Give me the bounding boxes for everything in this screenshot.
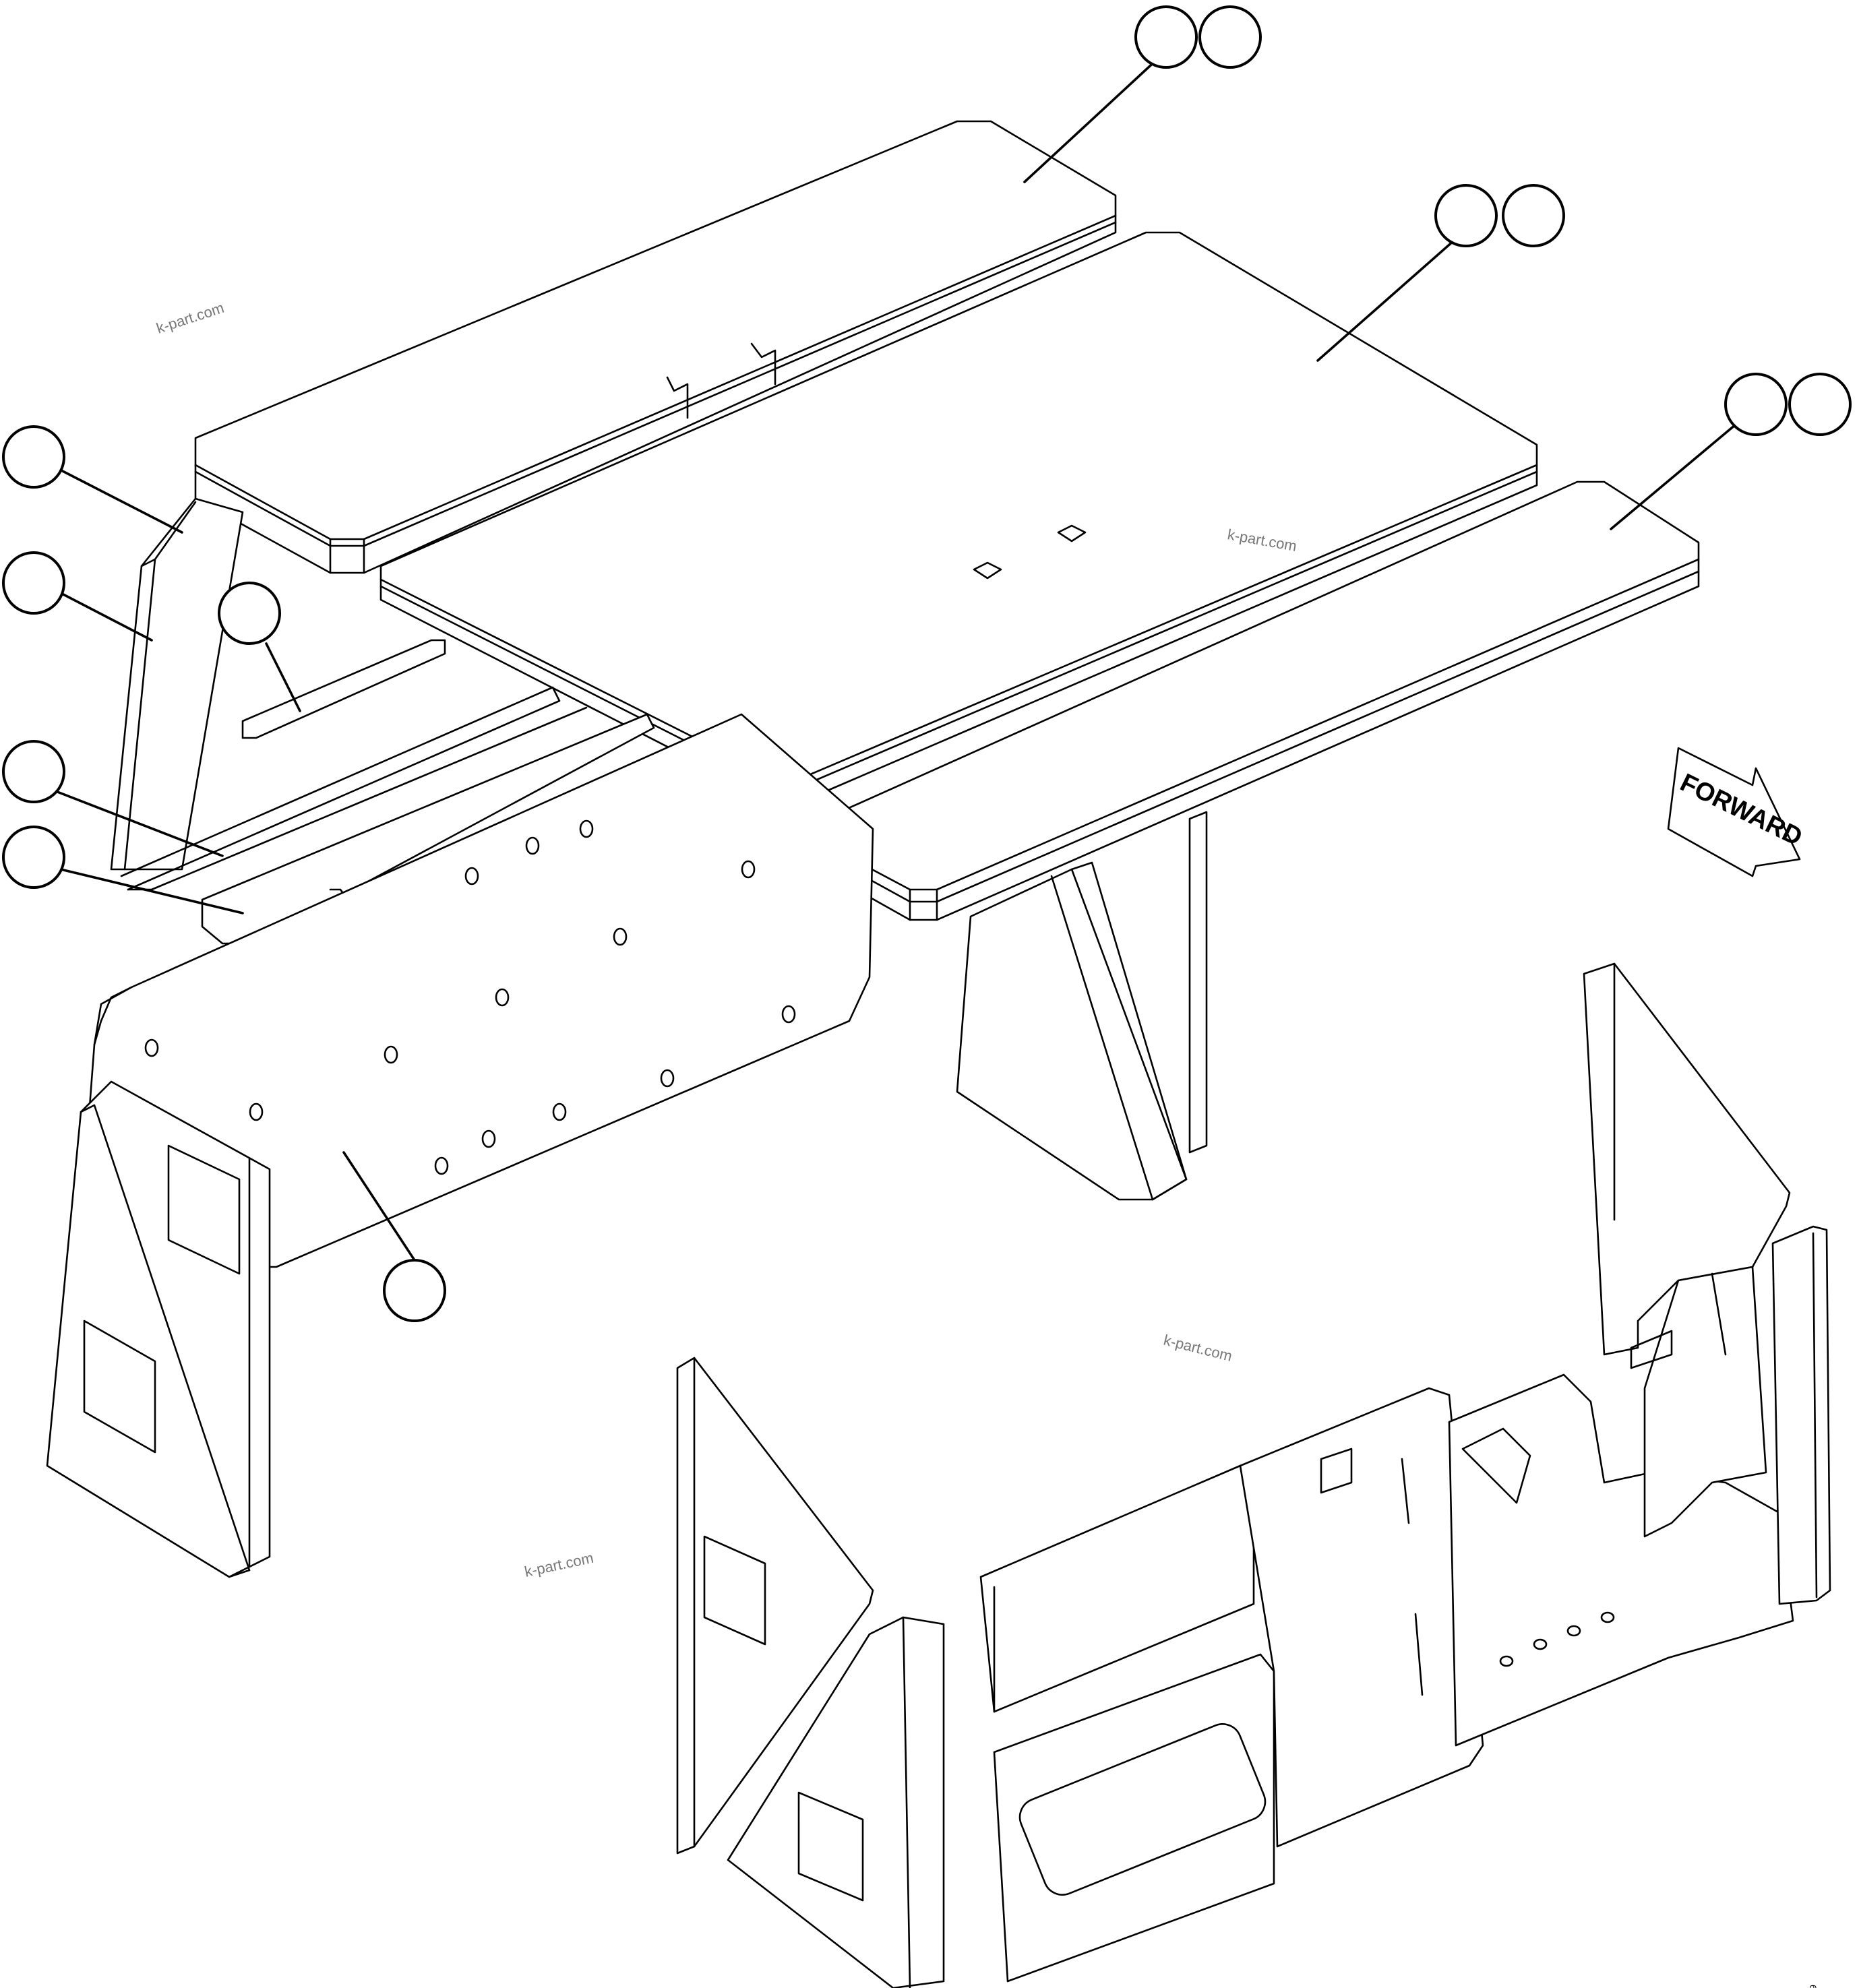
leader-lines [56, 56, 1737, 1262]
callout-circle [2, 551, 65, 615]
left-side-panel [110, 497, 244, 871]
console-right-bracket [1448, 1373, 1794, 1747]
right-vertical-post [1771, 1225, 1831, 1605]
callout-circle [2, 740, 65, 803]
callout-circle [1502, 184, 1565, 247]
console-center-panel [1239, 1387, 1484, 1848]
callout-circle [1198, 5, 1262, 69]
callout-circle [1134, 5, 1198, 69]
main-back-panel [76, 713, 874, 1268]
forward-arrow: FORWARD [1667, 747, 1806, 877]
upper-rail [241, 639, 446, 739]
lower-left-triangle-panel [676, 1357, 874, 1855]
lower-front-triangle-panel [727, 1616, 945, 1988]
center-support-post [1188, 811, 1208, 1154]
callout-circle [1724, 373, 1788, 436]
callout-circle [1434, 184, 1498, 247]
console-lower-block [993, 1653, 1275, 1983]
callout-circle [2, 425, 65, 489]
watermark: k-part.com [523, 1549, 595, 1580]
callout-circle [2, 826, 65, 889]
left-triangle-panel [46, 1080, 271, 1578]
callout-circle [218, 582, 281, 645]
right-end-panel [1630, 1266, 1767, 1538]
watermark: k-part.com [1162, 1332, 1234, 1365]
drawing-code: 6994 [1808, 1985, 1819, 1988]
center-support-panel [956, 861, 1188, 1201]
callout-circle [383, 1259, 446, 1322]
callout-circle [1788, 373, 1852, 436]
watermark: k-part.com [154, 299, 226, 337]
rear-cushion-panel [194, 120, 1117, 574]
callouts [2, 5, 1852, 1322]
